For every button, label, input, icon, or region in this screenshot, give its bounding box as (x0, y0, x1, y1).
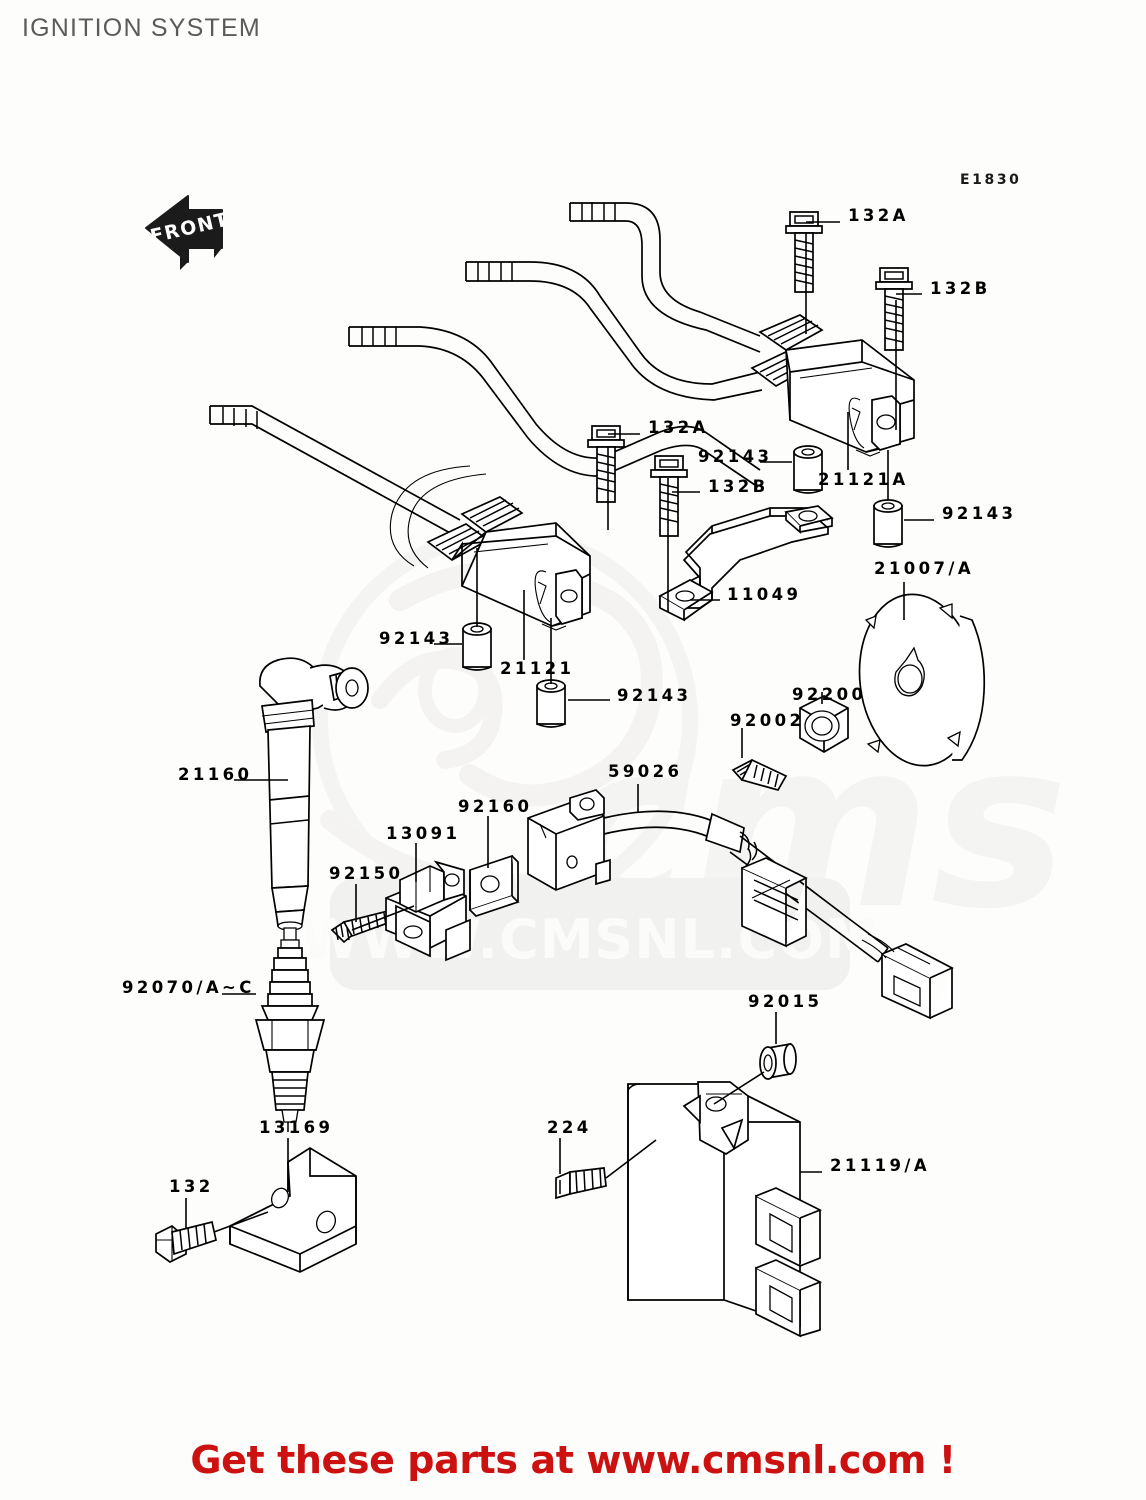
bolt-132b-top (875, 267, 913, 351)
bolt-92002 (731, 758, 788, 791)
part-label-21121a: 21121A (818, 470, 909, 489)
part-label-132a-mid: 132A (648, 418, 709, 437)
grommet-92143-right (873, 499, 903, 548)
part-label-92070ac: 92070/A~C (122, 978, 255, 997)
grommet-92143-left (462, 622, 492, 671)
part-label-21121: 21121 (500, 659, 575, 678)
igniter-21119a (627, 1081, 823, 1338)
part-label-132a-top: 132A (848, 206, 909, 225)
bolt-132-bottom (155, 1220, 217, 1263)
coil-boot-upper-left (460, 496, 524, 534)
diagram-code: E1830 (960, 172, 1022, 188)
spark-plug-92070 (254, 927, 326, 1132)
leader-lines (185, 221, 934, 1233)
spark-plug-cap-21160 (258, 657, 369, 931)
front-direction-marker: FRONT (145, 195, 231, 270)
part-label-92143-upper: 92143 (698, 447, 773, 466)
grommet-92143-low (536, 679, 566, 728)
screw-224 (555, 1167, 607, 1200)
part-label-21160: 21160 (178, 765, 253, 784)
page-title: IGNITION SYSTEM (22, 14, 261, 42)
coil-boot-upper (758, 314, 824, 351)
part-label-21007a: 21007/A (874, 559, 974, 578)
part-label-92143-left: 92143 (379, 629, 454, 648)
part-label-92150: 92150 (329, 864, 404, 883)
part-label-224: 224 (547, 1118, 592, 1137)
part-label-92015: 92015 (748, 992, 823, 1011)
part-label-13091: 13091 (386, 824, 461, 843)
part-label-132b-top: 132B (930, 279, 991, 298)
part-label-13169: 13169 (259, 1118, 334, 1137)
grommet-92143-upper (793, 445, 823, 494)
part-label-132-bottom: 132 (169, 1177, 214, 1196)
washer-92160 (469, 854, 520, 917)
collar-92015 (759, 1042, 797, 1080)
bracket-13169 (229, 1146, 357, 1273)
part-label-92002: 92002 (730, 711, 805, 730)
part-label-92143-right: 92143 (942, 504, 1017, 523)
bolt-132a-top (785, 211, 823, 293)
bolt-132a-mid (587, 425, 625, 503)
pickup-coil-59026 (527, 789, 954, 1020)
bracket-11049 (658, 505, 834, 622)
footer-cta[interactable]: Get these parts at www.cmsnl.com ! (190, 1438, 956, 1482)
bolt-132b-mid (650, 455, 688, 537)
part-label-21119a: 21119/A (830, 1156, 930, 1175)
ignition-coil-21121 (426, 496, 591, 631)
signal-rotor-21007a (858, 593, 986, 767)
holder-13091 (385, 860, 471, 962)
spark-plug-wires (209, 202, 763, 569)
part-label-59026: 59026 (608, 762, 683, 781)
part-label-92200: 92200 (792, 685, 867, 704)
part-label-11049: 11049 (727, 585, 802, 604)
part-label-92160: 92160 (458, 797, 533, 816)
part-label-132b-mid: 132B (708, 477, 769, 496)
part-label-92143-low: 92143 (617, 686, 692, 705)
nut-92200 (799, 695, 849, 753)
ignition-coil-21121a (750, 314, 915, 457)
